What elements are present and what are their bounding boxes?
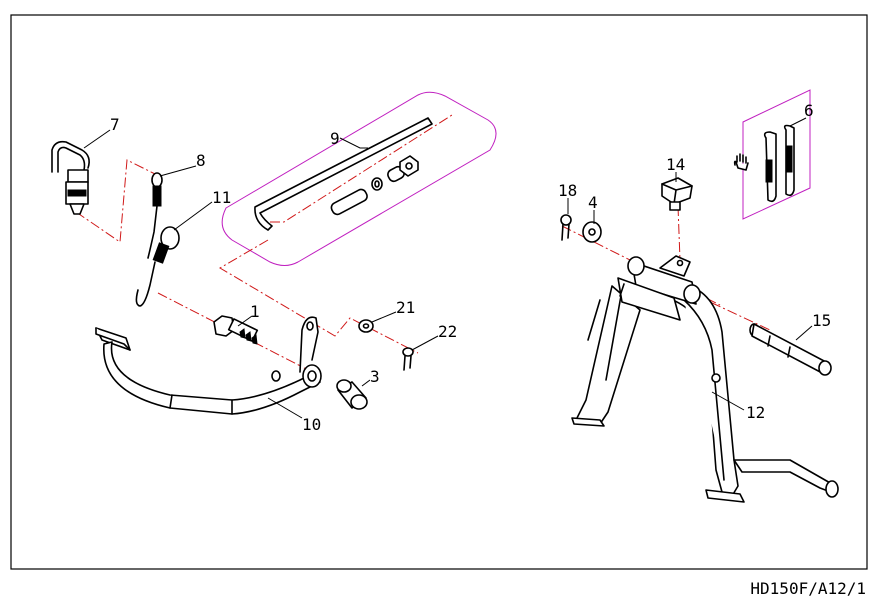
callout-1: 1 bbox=[250, 302, 260, 321]
part-7-side-stand-switch bbox=[51, 140, 90, 215]
callout-4: 4 bbox=[588, 193, 598, 212]
part-12-main-stand bbox=[571, 255, 839, 503]
callout-9: 9 bbox=[330, 129, 340, 148]
hand-pointer-icon bbox=[733, 153, 749, 171]
part-15-pivot-shaft bbox=[749, 323, 832, 376]
chain-line-9 bbox=[270, 114, 453, 223]
callout-22: 22 bbox=[438, 322, 457, 341]
callout-8: 8 bbox=[196, 151, 206, 170]
callout-11: 11 bbox=[212, 188, 231, 207]
part-3-bush bbox=[336, 379, 368, 410]
chain-line-spring-to-lever bbox=[219, 239, 419, 354]
callout-18: 18 bbox=[558, 181, 577, 200]
part-6-spring-set bbox=[763, 124, 795, 203]
callout-6: 6 bbox=[804, 101, 814, 120]
document-code: HD150F/A12/1 bbox=[750, 579, 866, 598]
drawing-frame bbox=[10, 14, 868, 570]
callout-12: 12 bbox=[746, 403, 765, 422]
callout-14: 14 bbox=[666, 155, 685, 174]
chain-line-7-8 bbox=[75, 159, 156, 243]
part-4-washer bbox=[582, 221, 602, 243]
part-22-cotter-pin bbox=[402, 347, 414, 371]
chain-line-14 bbox=[677, 205, 681, 261]
leader-lines bbox=[83, 117, 813, 419]
callout-7: 7 bbox=[110, 115, 120, 134]
callout-10: 10 bbox=[302, 415, 321, 434]
part-10-brake-pedal bbox=[95, 316, 322, 415]
part-8-return-spring bbox=[147, 172, 163, 259]
callout-3: 3 bbox=[370, 367, 380, 386]
part-21-washer bbox=[358, 319, 374, 333]
kit-outline-6 bbox=[742, 89, 811, 220]
part-18-cotter-pin bbox=[560, 214, 572, 241]
part-1-pivot-bolt bbox=[213, 315, 259, 345]
kit-outline-9 bbox=[221, 91, 497, 266]
part-11-stand-spring bbox=[135, 226, 180, 307]
callout-21: 21 bbox=[396, 298, 415, 317]
part-9-brake-rod-kit bbox=[254, 117, 433, 231]
callout-15: 15 bbox=[812, 311, 831, 330]
part-14-stopper bbox=[661, 177, 693, 211]
